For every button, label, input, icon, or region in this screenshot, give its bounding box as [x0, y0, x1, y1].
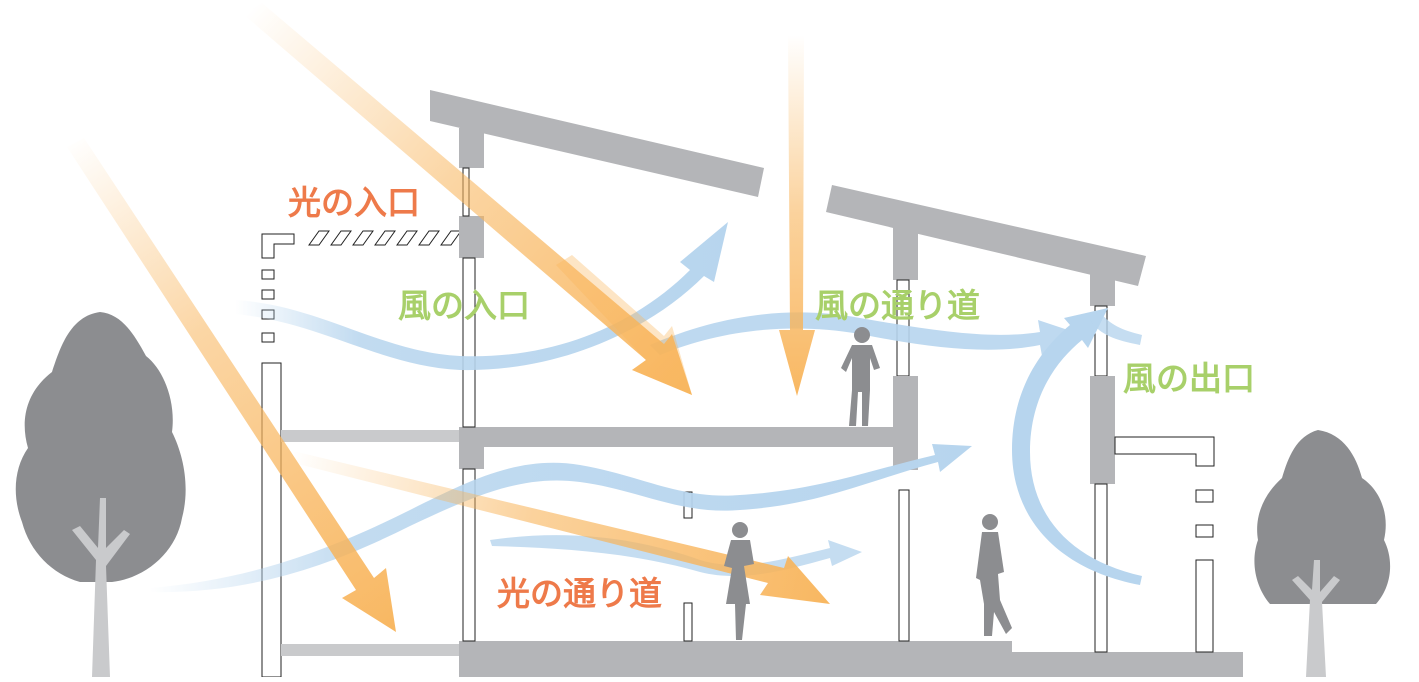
- skylight-louvres: [308, 230, 462, 246]
- person-lower-left: [724, 522, 754, 640]
- label-wind-entrance: 風の入口: [398, 286, 530, 325]
- upper-right-roof: [826, 185, 1146, 286]
- upper-left-roof: [430, 90, 764, 197]
- tree-right: [1254, 430, 1391, 677]
- ground-floor-slab: [459, 641, 1012, 677]
- parapet: [261, 233, 295, 259]
- upper-floor-slab: [459, 427, 893, 447]
- label-light-entrance: 光の入口: [288, 183, 420, 222]
- left-wall: [261, 362, 282, 678]
- label-wind-exit: 風の出口: [1123, 359, 1255, 398]
- light-arrows: [67, 3, 830, 632]
- building-section: [261, 90, 1243, 678]
- person-lower-right: [976, 514, 1012, 636]
- person-upper: [841, 327, 880, 426]
- label-light-path: 光の通り道: [497, 574, 662, 613]
- tree-left: [15, 312, 186, 677]
- label-wind-path: 風の通り道: [815, 286, 980, 325]
